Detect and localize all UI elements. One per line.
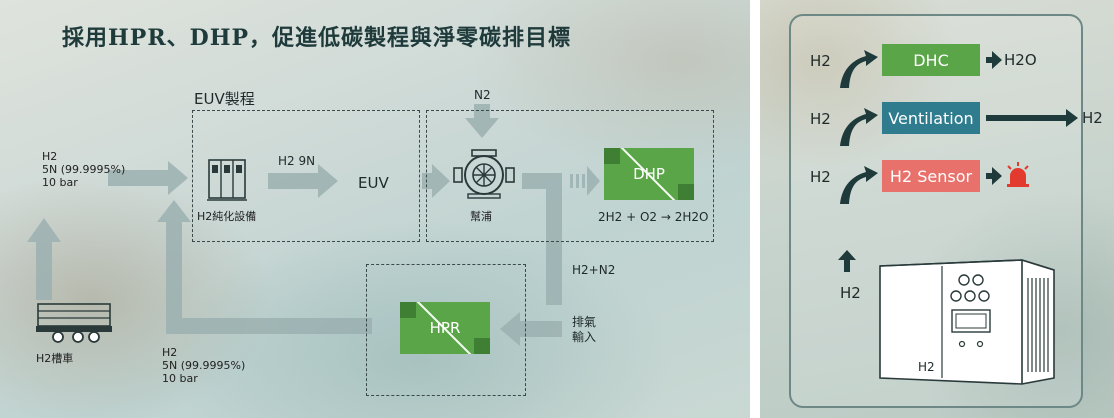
supply-top-purity: 5N (99.9995%) <box>42 163 126 176</box>
row-2-output: H2 <box>1082 109 1103 127</box>
source-up-arrow <box>838 250 856 272</box>
hpr-label: HPR <box>429 319 461 337</box>
curve-arrow-1 <box>840 50 878 88</box>
supply-bottom-h2: H2 <box>162 346 178 359</box>
exhaust-label-1: 排氣 <box>572 315 597 329</box>
pump-exhaust-pipe <box>522 173 562 305</box>
dhc-out-arrow <box>986 51 1002 69</box>
left-panel: 採用HPR、DHP，促進低碳製程與淨零碳排目標 <box>0 0 750 418</box>
row-1-output: H2O <box>1004 51 1037 69</box>
dhp-label: DHP <box>633 165 665 183</box>
source-h2-label: H2 <box>840 284 861 302</box>
right-arrows <box>838 50 1078 272</box>
row-1-input: H2 <box>810 52 831 70</box>
euv-label: EUV <box>358 174 389 192</box>
truck-up-arrow <box>27 218 61 300</box>
sensor-out-arrow <box>986 167 1002 185</box>
row-2-input: H2 <box>810 110 831 128</box>
ventilation-out-arrow <box>986 109 1078 127</box>
pump-to-dhp-arrow <box>587 166 600 196</box>
exhaust-label-2: 輸入 <box>572 330 597 344</box>
supply-bottom-purity: 5N (99.9995%) <box>162 359 246 372</box>
h2-truck-icon <box>36 300 112 344</box>
ventilation-box: Ventilation <box>882 102 980 134</box>
pump-dhp-box <box>426 110 714 242</box>
curve-arrow-2 <box>840 108 878 146</box>
hpr-box <box>366 264 526 396</box>
right-panel: H2 H2 H2 DHC Ventilation H2 Sensor H2O H… <box>760 0 1114 418</box>
h2-purifier-icon <box>203 156 251 204</box>
h2n2-label: H2+N2 <box>572 263 616 277</box>
supply-top-pressure: 10 bar <box>42 176 78 189</box>
dhp-equation: 2H2 + O2 → 2H2O <box>598 210 709 224</box>
n2-label: N2 <box>474 88 491 102</box>
exhaust-to-hpr-arrow <box>500 312 562 346</box>
euv-process-box <box>192 110 420 242</box>
h2-sensor-box: H2 Sensor <box>882 160 980 192</box>
h2-9n-label: H2 9N <box>278 154 316 168</box>
pump-icon <box>452 148 516 200</box>
machine-h2-label: H2 <box>918 360 935 374</box>
diagram-title: 採用HPR、DHP，促進低碳製程與淨零碳排目標 <box>62 25 572 51</box>
hpr-unit: HPR <box>400 302 490 354</box>
dhp-unit: DHP <box>604 148 694 200</box>
pump-label: 幫浦 <box>470 210 492 223</box>
purifier-to-euv-arrow <box>268 164 338 198</box>
hpr-return-loop <box>157 200 372 334</box>
euv-section-title: EUV製程 <box>194 90 255 108</box>
n2-down-arrow <box>465 104 499 138</box>
h2-cabinet-machine <box>872 252 1058 388</box>
alarm-light-icon <box>1007 162 1029 187</box>
dhc-box: DHC <box>882 44 980 76</box>
h2-truck-label: H2槽車 <box>36 352 74 365</box>
flow-arrows <box>27 104 600 346</box>
row-3-input: H2 <box>810 168 831 186</box>
supply-top-h2: H2 <box>42 150 58 163</box>
supply-bottom-pressure: 10 bar <box>162 372 198 385</box>
h2-purifier-label: H2純化設備 <box>197 210 257 223</box>
euv-to-pump-arrow <box>422 164 450 198</box>
curve-arrow-3 <box>840 166 878 204</box>
supply-to-purifier-arrow <box>108 161 188 195</box>
